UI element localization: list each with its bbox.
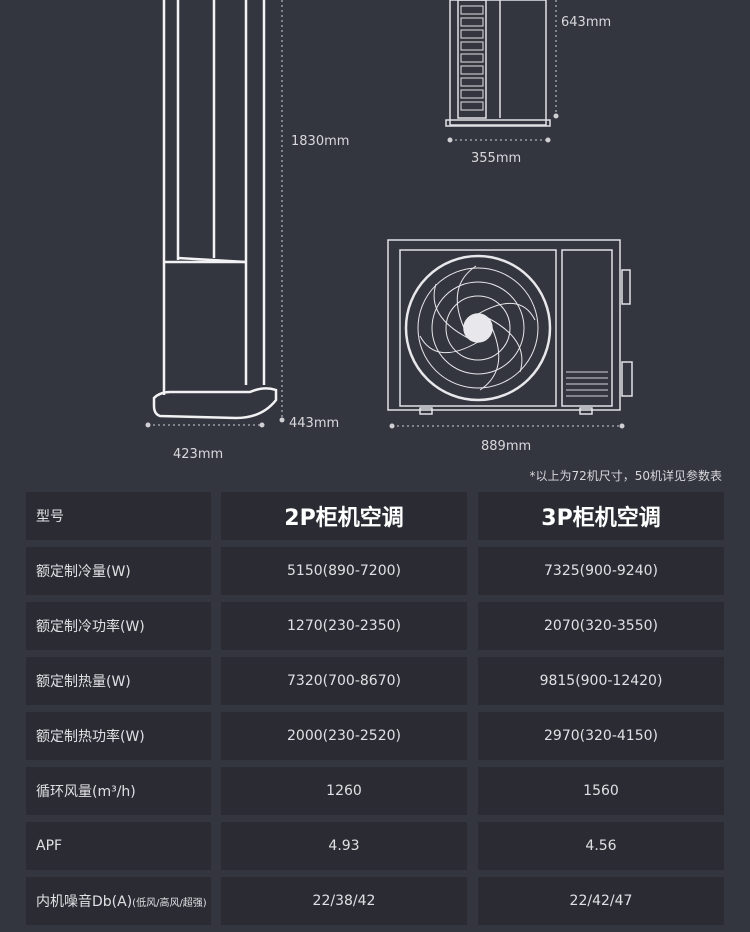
row-value-3p: 2070(320-3550) [478, 602, 724, 650]
unit-drawings [145, 0, 633, 429]
header-col-2p: 2P柜机空调 [221, 492, 467, 540]
table-row: APF 4.93 4.56 [26, 822, 724, 870]
table-row: 循环风量(m³/h) 1260 1560 [26, 767, 724, 815]
outdoor-depth-label: 355mm [471, 151, 522, 166]
fan-icon [404, 254, 552, 402]
header-col-3p: 3P柜机空调 [478, 492, 724, 540]
indoor-dimension-lines [145, 0, 285, 428]
row-value-2p: 22/38/42 [221, 877, 467, 925]
row-value-2p: 7320(700-8670) [221, 657, 467, 705]
row-label: 额定制热功率(W) [26, 712, 211, 760]
indoor-unit-drawing [152, 0, 278, 420]
row-value-2p: 1260 [221, 767, 467, 815]
row-label: 额定制冷功率(W) [26, 602, 211, 650]
table-row: 额定制冷量(W) 5150(890-7200) 7325(900-9240) [26, 547, 724, 595]
table-row: 额定制热功率(W) 2000(230-2520) 2970(320-4150) [26, 712, 724, 760]
row-label: 内机噪音Db(A) [36, 894, 133, 910]
row-label: 额定制冷量(W) [26, 547, 211, 595]
row-label: 循环风量(m³/h) [26, 767, 211, 815]
table-row: 内机噪音Db(A)(低风/高风/超强) 22/38/42 22/42/47 [26, 877, 724, 925]
row-value-3p: 4.56 [478, 822, 724, 870]
row-value-2p: 5150(890-7200) [221, 547, 467, 595]
row-value-3p: 9815(900-12420) [478, 657, 724, 705]
row-value-3p: 1560 [478, 767, 724, 815]
row-label: APF [26, 822, 211, 870]
table-row: 额定制热量(W) 7320(700-8670) 9815(900-12420) [26, 657, 724, 705]
outdoor-grille-lines [566, 371, 608, 397]
outdoor-side-vents [460, 5, 484, 111]
spec-table: 型号 2P柜机空调 3P柜机空调 额定制冷量(W) 5150(890-7200)… [26, 492, 724, 932]
row-value-2p: 2000(230-2520) [221, 712, 467, 760]
dimension-diagram: 1830mm 423mm 443mm 643mm 355mm 889mm [145, 0, 633, 462]
row-label: 额定制热量(W) [26, 657, 211, 705]
row-value-2p: 4.93 [221, 822, 467, 870]
header-model-label: 型号 [26, 492, 211, 540]
row-label-noise: 内机噪音Db(A)(低风/高风/超强) [26, 877, 211, 925]
outdoor-front-drawing [387, 239, 633, 415]
size-note: *以上为72机尺寸，50机详见参数表 [529, 469, 722, 483]
row-value-3p: 7325(900-9240) [478, 547, 724, 595]
table-header-row: 型号 2P柜机空调 3P柜机空调 [26, 492, 724, 540]
outdoor-width-label: 889mm [481, 439, 532, 454]
row-label-small: (低风/高风/超强) [132, 897, 207, 909]
outdoor-side-drawing [445, 0, 551, 127]
outdoor-height-label: 643mm [561, 15, 612, 30]
row-value-3p: 2970(320-4150) [478, 712, 724, 760]
table-row: 额定制冷功率(W) 1270(230-2350) 2070(320-3550) [26, 602, 724, 650]
indoor-height-label: 1830mm [291, 134, 350, 149]
outdoor-front-dimension-lines [389, 423, 625, 429]
row-value-2p: 1270(230-2350) [221, 602, 467, 650]
indoor-width-label: 423mm [173, 447, 224, 462]
indoor-depth-label: 443mm [289, 416, 340, 431]
row-value-3p: 22/42/47 [478, 877, 724, 925]
outdoor-side-dimension-lines [447, 0, 559, 143]
